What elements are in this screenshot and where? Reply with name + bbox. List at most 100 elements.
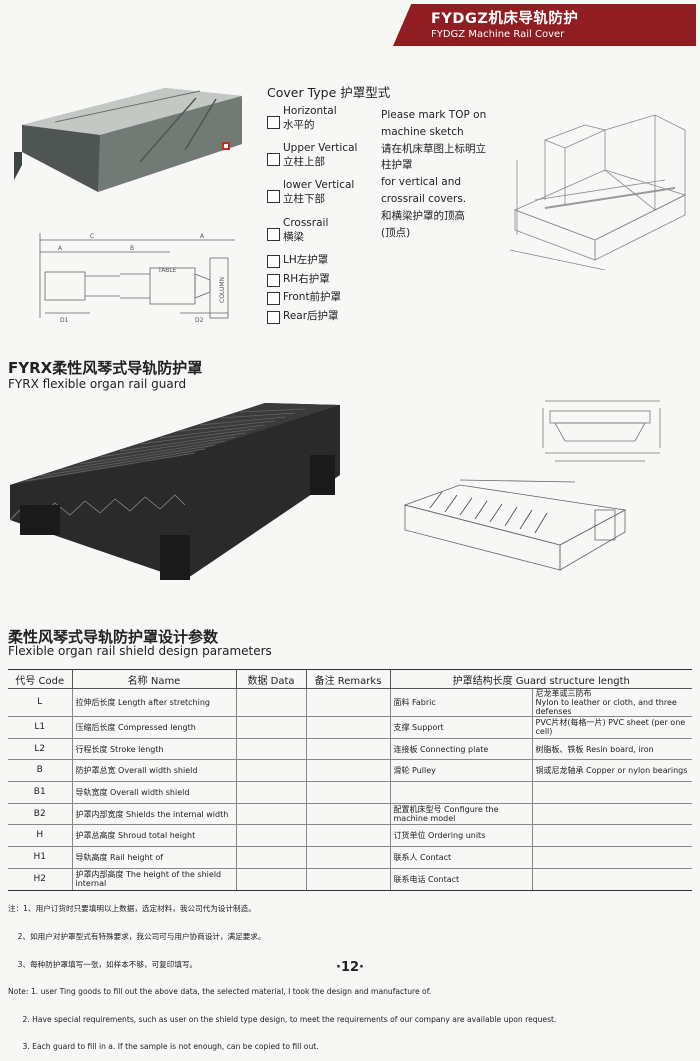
remarks-cell[interactable]: [306, 759, 391, 783]
header-title-en: FYDGZ Machine Rail Cover: [431, 29, 565, 40]
row-code: H1: [8, 846, 73, 869]
fyrx-title-en: FYRX flexible organ rail guard: [8, 377, 187, 391]
table-row: B1 导轨宽度 Overall width shield: [8, 781, 692, 804]
lh-checkbox[interactable]: [267, 255, 280, 268]
sketch-label-a: A: [200, 233, 205, 240]
lower-vertical-label-en: lower Vertical: [283, 179, 355, 191]
installed-guard-sketch: [403, 479, 627, 571]
note-line: (顶点): [381, 226, 411, 239]
data-cell[interactable]: [236, 846, 307, 869]
structure-item: 支撑 Support: [390, 716, 533, 739]
remarks-cell[interactable]: [306, 803, 391, 826]
table-row: H2 护罩内部高度 The height of the shield inter…: [8, 868, 692, 891]
remarks-cell[interactable]: [306, 738, 391, 761]
structure-item: 联系电话 Contact: [390, 868, 533, 891]
structure-item: 连接板 Connecting plate: [390, 738, 533, 761]
structure-value[interactable]: [532, 868, 692, 891]
data-cell[interactable]: [236, 759, 307, 783]
structure-value[interactable]: [532, 824, 692, 848]
row-name: 导轨宽度 Overall width shield: [72, 781, 237, 804]
upper-vertical-checkbox[interactable]: [267, 153, 280, 166]
note-line: 柱护罩: [381, 159, 413, 172]
data-cell[interactable]: [236, 688, 307, 717]
rh-checkbox[interactable]: [267, 274, 280, 287]
rh-label: RH右护罩: [283, 273, 330, 285]
row-name: 导轨高度 Rail height of: [72, 846, 237, 869]
remarks-cell[interactable]: [306, 824, 391, 848]
table-row: B2 护罩内部宽度 Shields the internal width 配置机…: [8, 803, 692, 826]
row-code: B2: [8, 803, 73, 826]
crossrail-option: Crossrail 横梁: [283, 216, 328, 244]
remarks-cell[interactable]: [306, 846, 391, 869]
crossrail-label-en: Crossrail: [283, 217, 329, 229]
crossrail-label-cn: 横梁: [283, 231, 304, 243]
row-code: H2: [8, 868, 73, 891]
row-code: L2: [8, 738, 73, 761]
note-line: 和横梁护罩的顶高: [381, 209, 465, 222]
structure-value[interactable]: [532, 781, 692, 804]
sketch-label-d2: D2: [195, 317, 204, 324]
structure-item: 联系人 Contact: [390, 846, 533, 869]
row-name: 护罩总高度 Shroud total height: [72, 824, 237, 848]
rear-label: Rear后护罩: [283, 310, 339, 322]
data-cell[interactable]: [236, 868, 307, 891]
fyrx-title-cn: FYRX柔性风琴式导轨防护罩: [8, 359, 203, 377]
horizontal-label-en: Horizontal: [283, 105, 337, 117]
lower-vertical-label-cn: 立柱下部: [283, 193, 325, 205]
data-cell[interactable]: [236, 781, 307, 804]
organ-guard-image: [10, 403, 340, 580]
note-cn-line: 3、每种防护罩填写一张，如样本不够，可复印填写。: [8, 959, 198, 969]
structure-value[interactable]: [532, 846, 692, 869]
note-line: Please mark TOP on: [381, 109, 487, 121]
sketch-label-b: B: [130, 245, 134, 252]
design-parameter-table: 代号 Code 名称 Name 数据 Data 备注 Remarks 护罩结构长…: [8, 669, 692, 891]
structure-item: 配置机床型号 Configure the machine model: [390, 803, 533, 826]
structure-value-en: Nylon to leather or cloth, and three def…: [535, 698, 677, 716]
remarks-cell[interactable]: [306, 781, 391, 804]
data-cell[interactable]: [236, 716, 307, 739]
header-banner: FYDGZ机床导轨防护 FYDGZ Machine Rail Cover: [393, 4, 696, 46]
row-code: H: [8, 824, 73, 848]
note-en-line: Note: 1. user Ting goods to fill out the…: [8, 987, 432, 997]
page-number: ·12·: [336, 960, 364, 975]
front-checkbox[interactable]: [267, 292, 280, 305]
table-row: L 拉伸后长度 Length after stretching 面料 Fabri…: [8, 688, 692, 717]
data-cell[interactable]: [236, 803, 307, 826]
note-line: 请在机床草图上标明立: [381, 142, 486, 155]
structure-value: 树脂板、铁板 Resin board, iron: [532, 738, 692, 761]
table-row: B 防护罩总宽 Overall width shield 滑轮 Pulley 铜…: [8, 759, 692, 783]
structure-value-cn: 尼龙革或三防布: [535, 689, 592, 698]
structure-item: 面料 Fabric: [390, 688, 533, 717]
row-name: 防护罩总宽 Overall width shield: [72, 759, 237, 783]
note-en-line: 3. Each guard to fill in a. If the sampl…: [8, 1042, 319, 1052]
remarks-cell[interactable]: [306, 716, 391, 739]
row-name: 拉伸后长度 Length after stretching: [72, 688, 237, 717]
data-cell[interactable]: [236, 824, 307, 848]
row-name: 护罩内部高度 The height of the shield internal: [72, 868, 237, 891]
sketch-label-c: C: [90, 233, 94, 240]
telescopic-cover-image: [14, 88, 242, 192]
structure-value: PVC片材(每格一片) PVC sheet (per one cell): [532, 716, 692, 739]
lower-vertical-checkbox[interactable]: [267, 190, 280, 203]
remarks-cell[interactable]: [306, 868, 391, 891]
rear-checkbox[interactable]: [267, 311, 280, 324]
structure-item: [390, 781, 533, 804]
row-name: 压缩后长度 Compressed length: [72, 716, 237, 739]
row-code: B: [8, 759, 73, 783]
row-code: B1: [8, 781, 73, 804]
note-line: for vertical and: [381, 176, 462, 189]
data-cell[interactable]: [236, 738, 307, 761]
horizontal-label-cn: 水平的: [283, 119, 315, 131]
row-code: L: [8, 688, 73, 717]
header-title-cn: FYDGZ机床导轨防护: [431, 11, 579, 27]
note-line: machine sketch: [381, 125, 464, 138]
cross-section-sketch: [542, 400, 661, 462]
remarks-cell[interactable]: [306, 688, 391, 717]
note-cn-line: 注：1、用户订货时只要填明以上数据，选定材料，我公司代为设计制造。: [8, 904, 256, 914]
upper-vertical-label-en: Upper Vertical: [283, 142, 358, 154]
upper-vertical-option: Upper Vertical 立柱上部: [283, 141, 357, 169]
crossrail-checkbox[interactable]: [267, 228, 280, 241]
structure-value[interactable]: [532, 803, 692, 826]
horizontal-checkbox[interactable]: [267, 116, 280, 129]
structure-item: 订货单位 Ordering units: [390, 824, 533, 848]
